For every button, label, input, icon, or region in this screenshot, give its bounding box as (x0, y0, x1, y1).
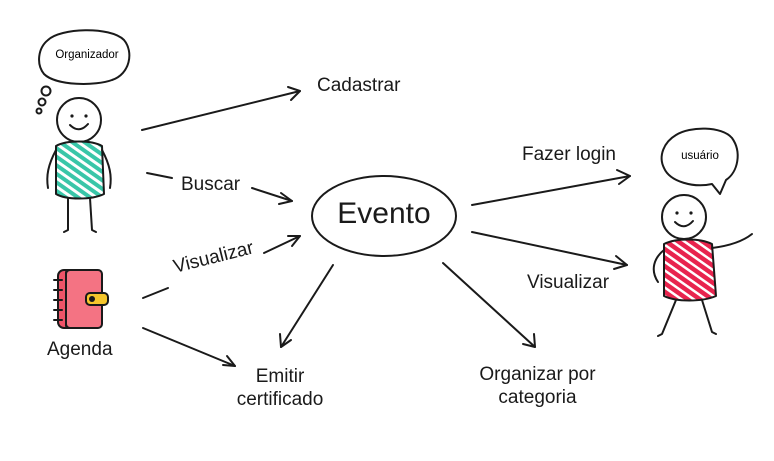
agenda-label: Agenda (47, 339, 113, 360)
user-figure (652, 194, 753, 337)
edge-label-fazer-login: Fazer login (522, 144, 616, 165)
organizer-figure (46, 97, 112, 233)
event-label: Evento (337, 197, 431, 230)
edge-fazer-login (471, 169, 631, 206)
edge-buscar (146, 172, 293, 205)
edge-cadastrar (141, 86, 301, 131)
agenda-icon (53, 269, 109, 329)
edge-visualizar-right (471, 231, 628, 270)
edge-visualizar-left (142, 235, 301, 299)
edge-emitir-certificado (279, 264, 334, 348)
edge-label-visualizar-right: Visualizar (527, 272, 610, 293)
edge-organizar-categoria (442, 262, 536, 348)
organizer-thought-bubble (35, 29, 131, 115)
edge-label-organizar-categoria: Organizar por categoria (470, 364, 605, 410)
organizer-thought-label: Organizador (55, 49, 119, 61)
emitir-line-1: Emitir (255, 366, 305, 387)
user-speech-label: usuário (681, 150, 719, 162)
edge-label-cadastrar: Cadastrar (317, 75, 401, 96)
user-speech-bubble (660, 127, 739, 195)
organizar-line-1: Organizar por (479, 364, 596, 385)
edge-label-emitir-certificado: Emitir certificado (225, 366, 335, 412)
organizar-line-2: categoria (498, 386, 577, 408)
emitir-line-2: certificado (236, 388, 324, 410)
event-node (311, 175, 457, 257)
edge-agenda-emitir (142, 327, 236, 367)
edge-label-buscar: Buscar (181, 174, 241, 195)
